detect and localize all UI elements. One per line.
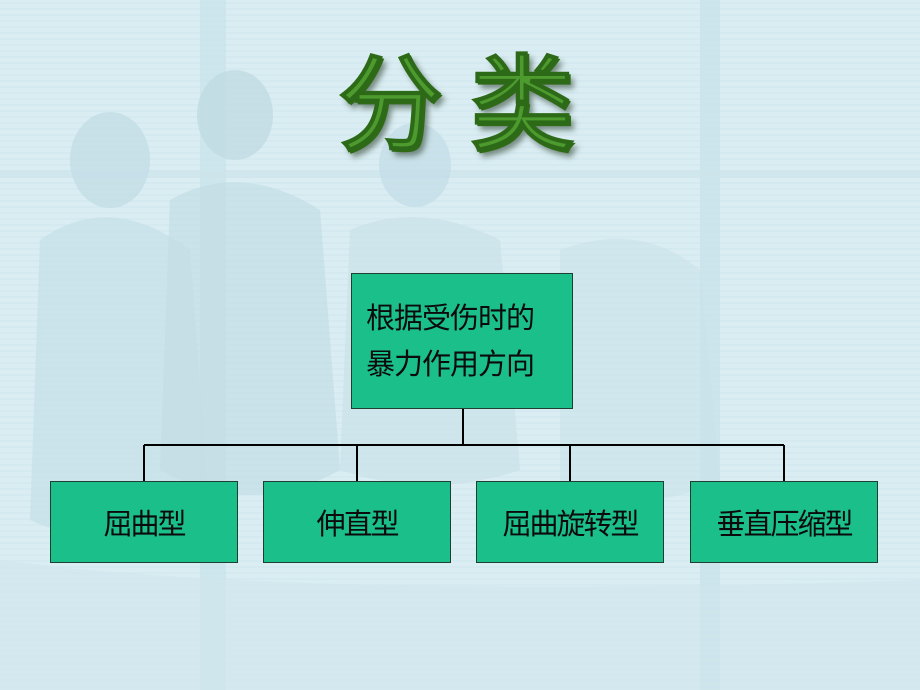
child-node-flexion-rotation: 屈曲旋转型 xyxy=(476,481,664,563)
root-node-line-2: 暴力作用方向 xyxy=(366,347,535,381)
child-node-extension: 伸直型 xyxy=(263,481,451,563)
root-node: 根据受伤时的 暴力作用方向 xyxy=(351,273,573,409)
child-node-flexion: 屈曲型 xyxy=(50,481,238,563)
page-title: 分类 xyxy=(337,42,602,166)
root-node-line-1: 根据受伤时的 xyxy=(366,301,535,335)
child-node-vertical-compression: 垂直压缩型 xyxy=(690,481,878,563)
